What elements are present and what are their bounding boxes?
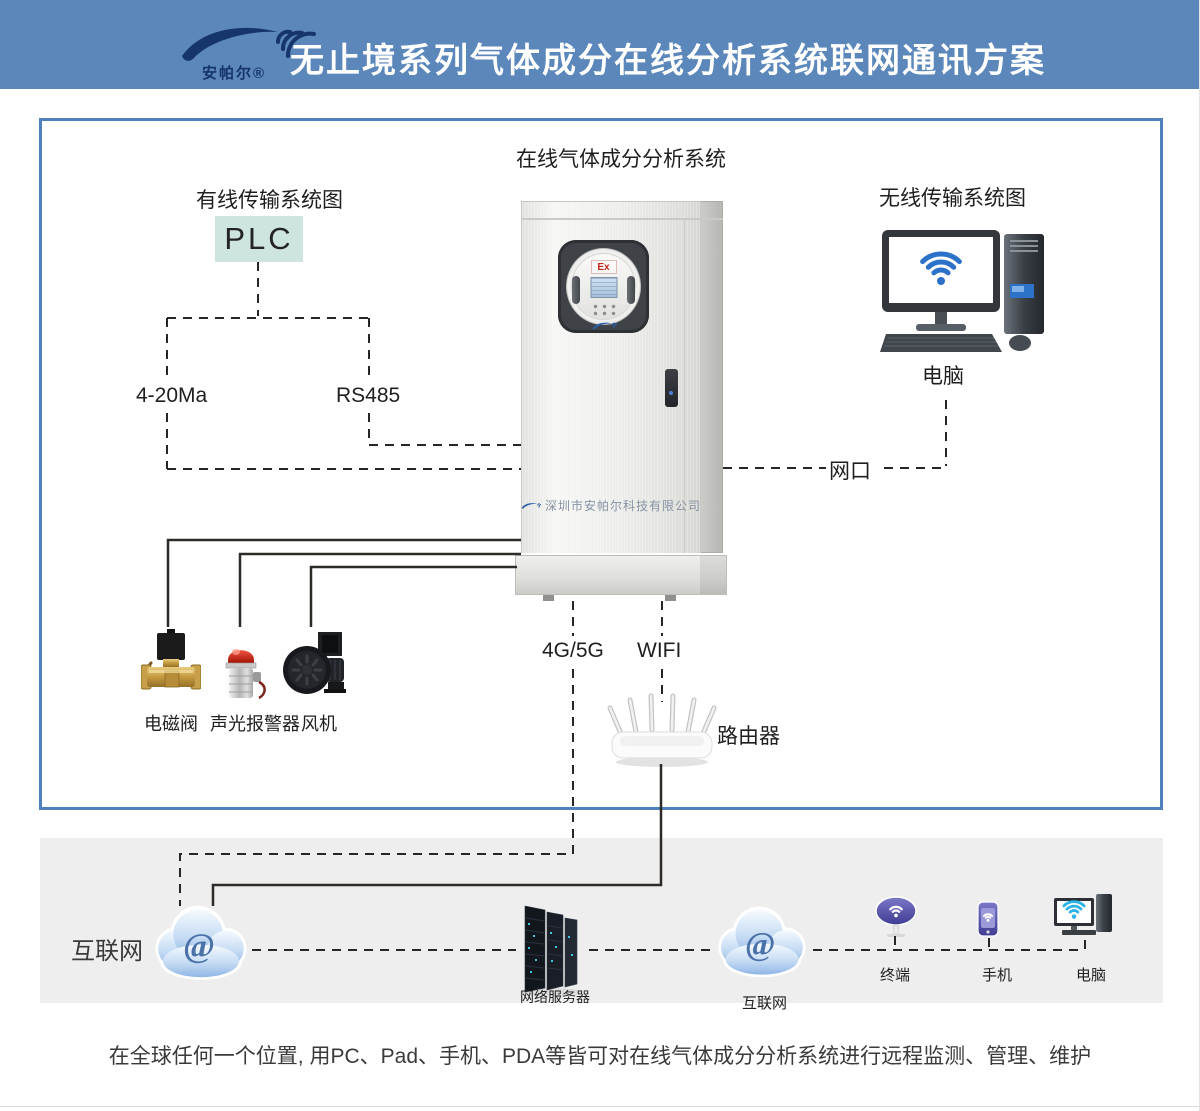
wireless-pc-label: 电脑 [922, 365, 964, 388]
wireless-computer [880, 228, 1050, 356]
brand-logo: 安帕尔® [178, 20, 348, 82]
lan-port-label: 网口 [829, 460, 871, 483]
pc-mouse [1009, 335, 1031, 351]
cabinet-door-handle [665, 369, 678, 407]
bottom-divider [0, 1106, 1199, 1107]
internet-cloud-left: @ [148, 903, 254, 981]
analyzer-cabinet: Ex 深圳市安帕尔科技有限公司 [515, 197, 727, 601]
ex-badge: Ex [590, 260, 617, 274]
terminal-label: 终端 [880, 967, 911, 984]
wifi-icon [920, 251, 962, 285]
analyzer-buttons [589, 302, 618, 317]
cabinet-swoosh-icon [521, 503, 541, 509]
wifi-label: WIFI [637, 639, 682, 662]
analyzer-mini-logo-icon [591, 321, 617, 330]
band-computer [1052, 892, 1116, 942]
server-label: 网络服务器 [520, 989, 590, 1005]
blower-fan [282, 632, 348, 696]
cellular-label: 4G/5G [542, 639, 604, 662]
pc-keyboard [880, 334, 1002, 352]
page-title: 无止境系列气体成分在线分析系统联网通讯方案 [290, 43, 1046, 80]
router-device [606, 690, 718, 768]
cabinet-foot [543, 595, 554, 601]
rs485-label: RS485 [336, 384, 401, 407]
fan-label: 风机 [301, 714, 337, 734]
internet-left-label: 互联网 [71, 938, 143, 965]
alarm-label: 声光报警器 [210, 714, 300, 734]
analyzer-lcd [590, 277, 617, 298]
cabinet-base [515, 555, 727, 595]
at-symbol: @ [183, 926, 215, 964]
analyzer-flange: Ex [566, 248, 641, 330]
cabinet-top-seam [521, 218, 723, 220]
wired-section-label: 有线传输系统图 [196, 189, 343, 212]
analog-signal-label: 4-20Ma [136, 384, 208, 407]
valve-label: 电磁阀 [144, 714, 198, 734]
solenoid-valve [141, 627, 201, 705]
phone-label: 手机 [982, 967, 1013, 984]
cabinet-side-panel [701, 201, 723, 553]
cabinet-company-name: 深圳市安帕尔科技有限公司 [544, 499, 701, 513]
flange-handle-right [627, 276, 635, 304]
wireless-section-label: 无线传输系统图 [879, 187, 1026, 210]
plc-box: PLC [215, 216, 303, 262]
footer-caption: 在全球任何一个位置, 用PC、Pad、手机、PDA等皆可对在线气体成分分析系统进… [108, 1045, 1092, 1068]
network-server [515, 902, 587, 998]
system-title-label: 在线气体成分分析系统 [516, 148, 726, 171]
terminal-device [874, 896, 918, 944]
at-symbol: @ [745, 927, 775, 963]
cabinet-foot [665, 595, 676, 601]
sound-light-alarm [221, 640, 269, 702]
brand-name: 安帕尔® [202, 65, 267, 82]
cabinet-door-seam [684, 219, 685, 553]
cabinet-branding: 深圳市安帕尔科技有限公司 [521, 497, 701, 514]
header-bar: 安帕尔® 无止境系列气体成分在线分析系统联网通讯方案 [0, 0, 1199, 89]
band-pc-label: 电脑 [1076, 967, 1107, 984]
flange-handle-left [572, 276, 580, 304]
phone-device [976, 900, 1002, 940]
swoosh-logo-icon [182, 27, 316, 61]
internet-mid-label: 互联网 [742, 995, 788, 1012]
internet-cloud-mid: @ [712, 903, 812, 979]
router-label: 路由器 [717, 725, 780, 748]
cabinet-window: Ex [558, 240, 649, 333]
